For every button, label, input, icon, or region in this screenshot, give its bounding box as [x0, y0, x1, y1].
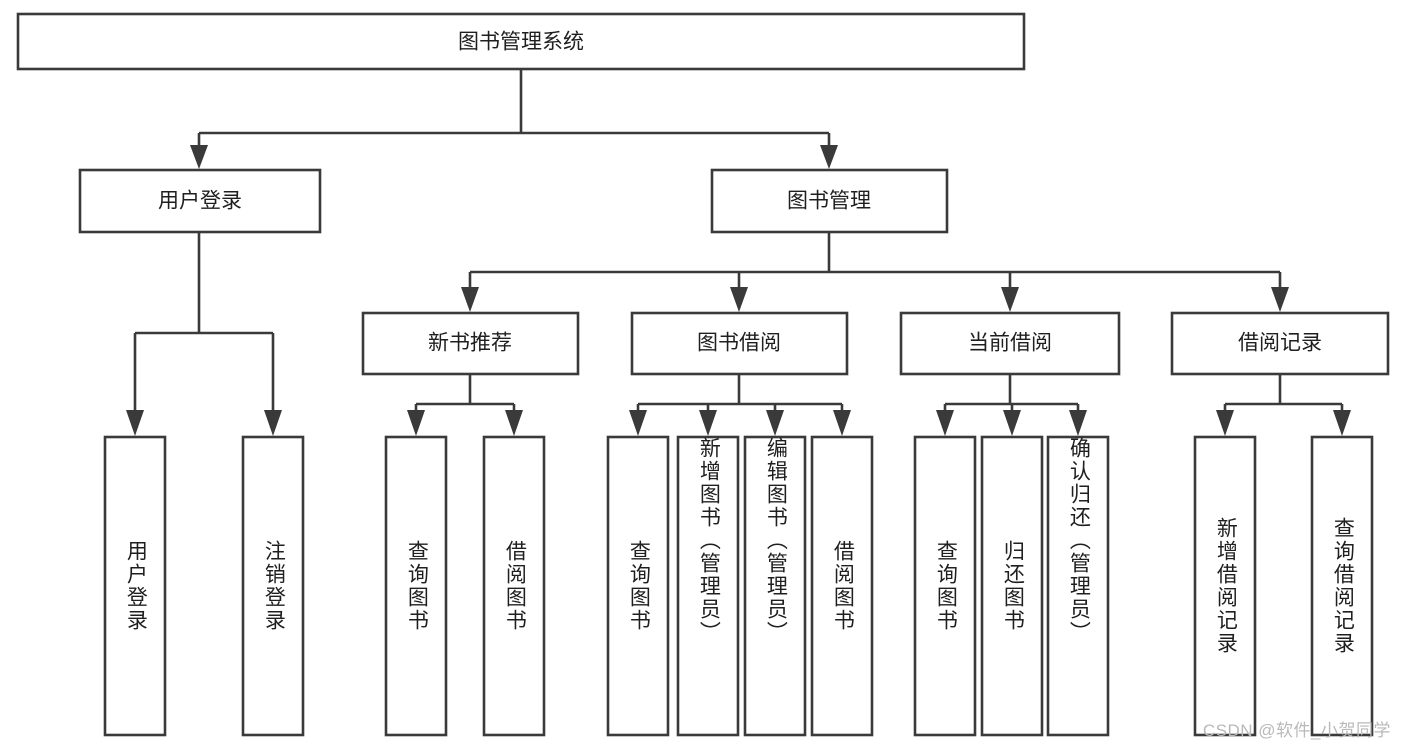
arrowhead-leaf-add-borrow-record [1216, 410, 1234, 436]
arrowhead-leaf-edit-book-admin [766, 410, 784, 436]
leaf-add-book-admin-box[interactable] [676, 435, 740, 737]
arrowhead-book-manage [820, 145, 838, 169]
leaf-return-book-box[interactable] [980, 435, 1044, 737]
arrowhead-book-borrow [730, 287, 748, 312]
node-current-borrow-box[interactable] [899, 311, 1121, 376]
leaf-borrow-book-br-box[interactable] [810, 435, 874, 737]
leaf-add-borrow-record-box[interactable] [1193, 435, 1257, 737]
node-new-book-recommend-box[interactable] [361, 311, 580, 376]
arrowhead-user-login [190, 145, 208, 169]
arrowhead-leaf-query-book-br [629, 410, 647, 436]
arrowhead-leaf-borrow-book-rec [505, 410, 523, 436]
leaf-logout-login-box[interactable] [241, 435, 305, 737]
arrowhead-borrow-record [1271, 287, 1289, 312]
arrowhead-leaf-query-borrow-record [1333, 410, 1351, 436]
leaf-query-book-br-box[interactable] [606, 435, 670, 737]
node-user-login-label: 用户登录 [158, 190, 242, 213]
node-new-book-recommend-label: 新书推荐 [428, 332, 512, 355]
arrowhead-new-book-recommend [461, 287, 479, 312]
arrowhead-leaf-add-book-admin [699, 410, 717, 436]
leaf-confirm-return-admin-box[interactable] [1046, 435, 1110, 737]
leaf-edit-book-admin-box[interactable] [743, 435, 807, 737]
arrowhead-leaf-user-login [126, 410, 144, 436]
node-book-manage-label: 图书管理 [787, 190, 871, 213]
leaf-query-book-rec-box[interactable] [384, 435, 448, 737]
arrowhead-leaf-return-book [1003, 410, 1021, 436]
node-root-label: 图书管理系统 [458, 31, 584, 54]
node-root-box[interactable] [16, 12, 1026, 71]
node-borrow-record-label: 借阅记录 [1238, 332, 1322, 355]
arrowhead-leaf-query-book-rec [407, 410, 425, 436]
arrowhead-leaf-confirm-return-admin [1069, 410, 1087, 436]
node-book-borrow-label: 图书借阅 [697, 332, 781, 355]
arrowhead-leaf-logout-login [264, 410, 282, 436]
leaf-user-login-box[interactable] [103, 435, 167, 737]
csdn-watermark: CSDN @软件_小贺同学 [1202, 721, 1391, 740]
arrowhead-leaf-borrow-book-br [833, 410, 851, 436]
leaf-borrow-book-rec-box[interactable] [482, 435, 546, 737]
leaf-query-borrow-record-box[interactable] [1310, 435, 1374, 737]
node-user-login-box[interactable] [78, 168, 322, 234]
arrowhead-current-borrow [1001, 287, 1019, 312]
node-current-borrow-label: 当前借阅 [968, 332, 1052, 355]
leaf-query-book-cb-box[interactable] [913, 435, 977, 737]
arrowhead-leaf-query-book-cb [936, 410, 954, 436]
